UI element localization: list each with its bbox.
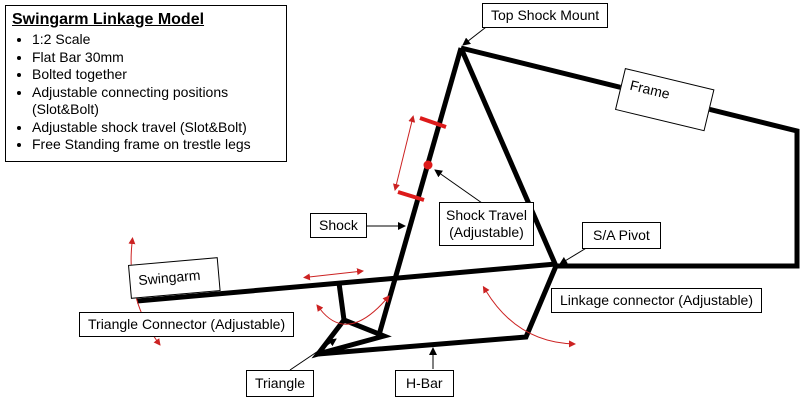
swingarm-slide-arrow [303, 268, 364, 281]
shock-travel-line-1: Shock Travel [446, 207, 527, 223]
label-shock-travel: Shock Travel (Adjustable) [439, 202, 534, 246]
lower-slot-marker [397, 190, 425, 202]
h-bar [317, 265, 559, 357]
upper-slot-marker [419, 116, 447, 129]
model-title: Swingarm Linkage Model [12, 11, 205, 28]
shock-travel-arrow [393, 115, 416, 191]
label-shock: Shock [310, 213, 367, 238]
shock-travel-callout [434, 169, 483, 204]
label-triangle-connector: Triangle Connector (Adjustable) [79, 312, 295, 337]
triangle-link [311, 316, 392, 359]
spec-item-scale: 1:2 Scale [32, 31, 280, 49]
swingarm-bar [136, 261, 557, 304]
triangle-connector-link [336, 282, 347, 321]
spec-item-connecting-positions: Adjustable connecting positions (Slot&Bo… [32, 84, 280, 119]
spec-list: 1:2 Scale Flat Bar 30mm Bolted together … [12, 31, 280, 154]
label-triangle: Triangle [246, 370, 315, 397]
label-top-shock-mount: Top Shock Mount [482, 3, 609, 28]
sa-pivot-callout [559, 246, 589, 265]
shock-adjust-point [423, 160, 433, 170]
linkage-rotate-arrow [482, 285, 576, 348]
triangle-callout [289, 338, 337, 371]
label-linkage-connector: Linkage connector (Adjustable) [551, 288, 763, 313]
spec-item-frame: Free Standing frame on trestle legs [32, 136, 280, 154]
spec-item-assembly: Bolted together [32, 66, 280, 84]
callout-arrows [289, 23, 589, 371]
spec-info-box: Swingarm Linkage Model 1:2 Scale Flat Ba… [5, 5, 287, 162]
frame-diagonal [458, 47, 559, 267]
shock-travel-line-2: (Adjustable) [449, 224, 524, 240]
label-sa-pivot: S/A Pivot [582, 222, 661, 249]
label-h-bar: H-Bar [395, 370, 454, 397]
triangle-rotate-arrow [316, 295, 390, 325]
spec-item-shock-travel: Adjustable shock travel (Slot&Bolt) [32, 119, 280, 137]
shock-travel-markers [393, 115, 447, 202]
shock-bar [376, 47, 464, 336]
spec-item-material: Flat Bar 30mm [32, 49, 280, 67]
